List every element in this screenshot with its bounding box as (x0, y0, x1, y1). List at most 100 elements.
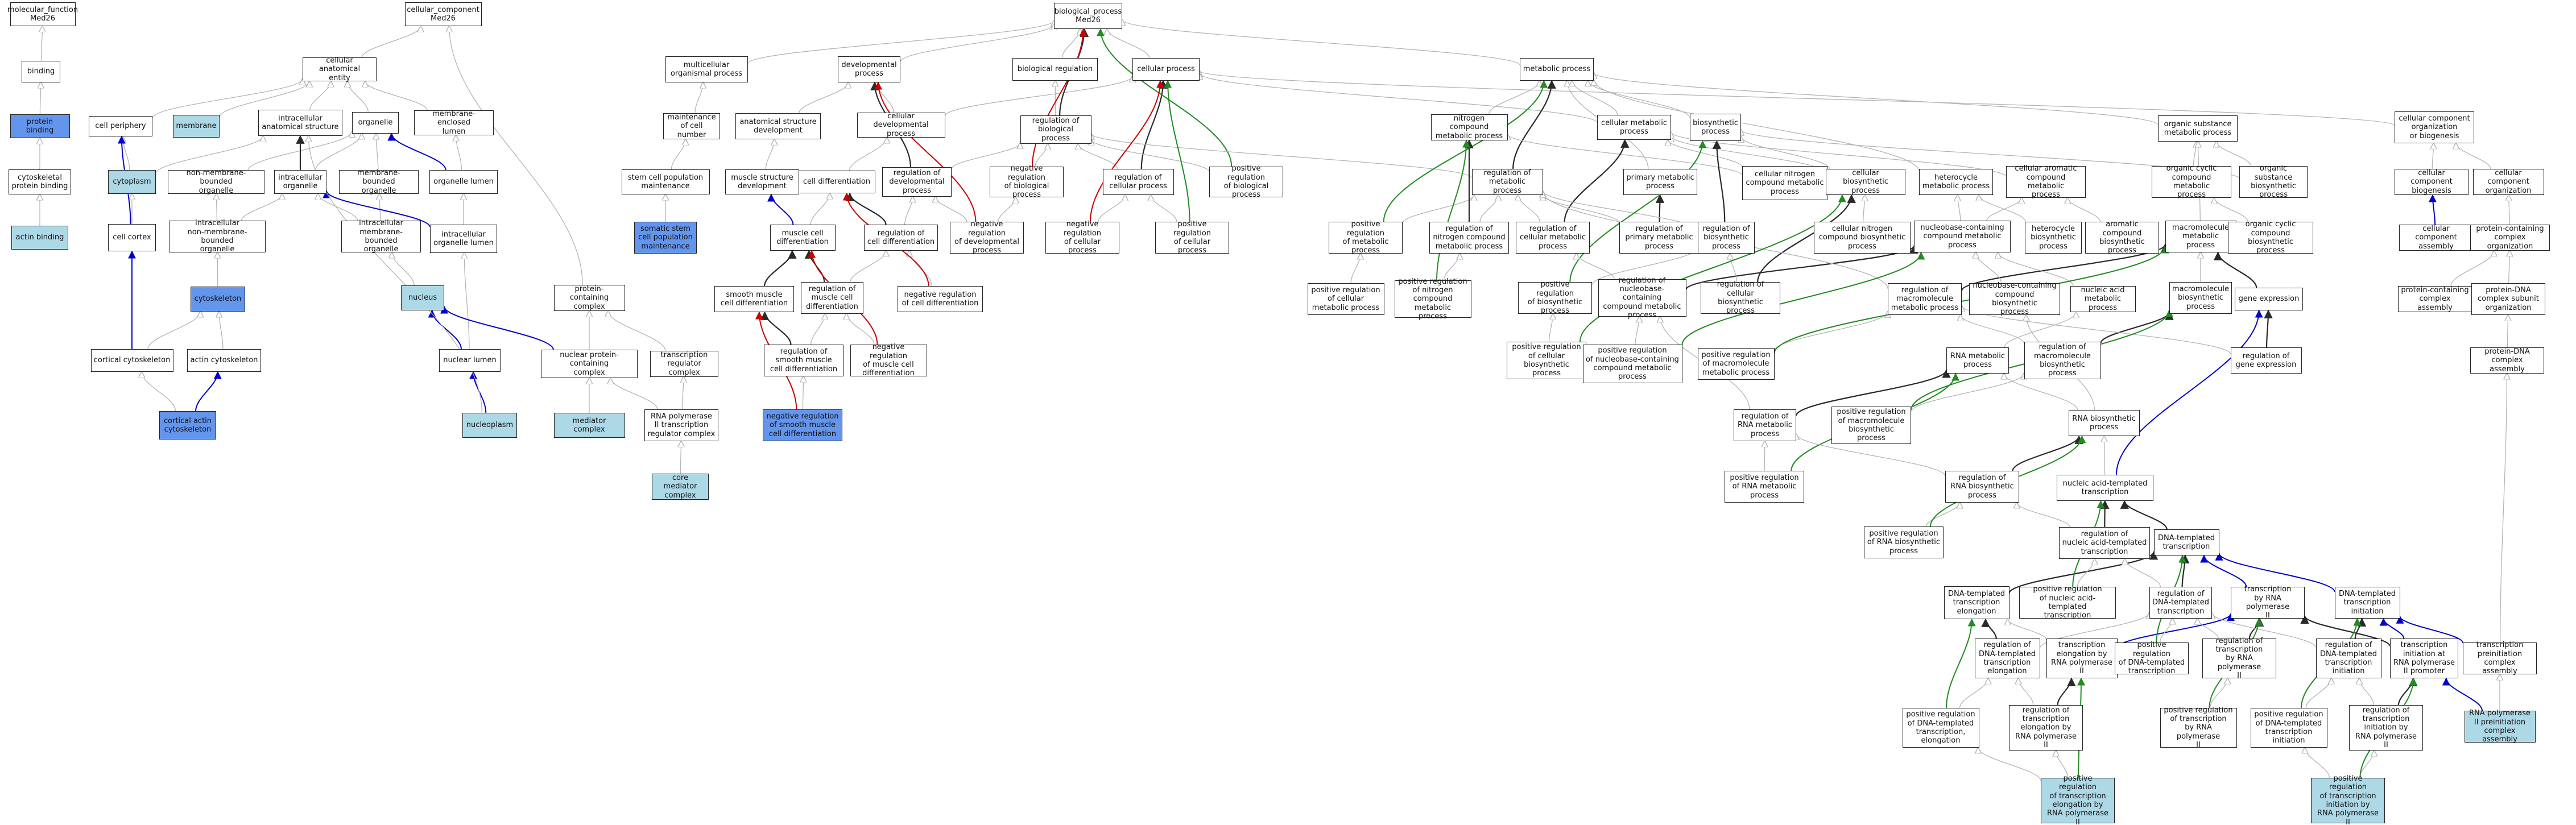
term-node-somatic-stem[interactable]: somatic stem cell population maintenance (634, 222, 697, 254)
term-node-cell-process[interactable]: cellular process (1132, 58, 1200, 81)
term-node-cc-biogenesis[interactable]: cellular component biogenesis (2395, 169, 2469, 195)
term-node-pos-reg-macromol-biosynth[interactable]: positive regulation of macromolecule bio… (1831, 407, 1911, 444)
term-node-cell-aromatic-metab[interactable]: cellular aromatic compound metabolic pro… (2006, 164, 2086, 199)
term-node-pos-reg-metab[interactable]: positive regulation of metabolic process (1329, 220, 1403, 255)
term-node-pos-reg-biosynth[interactable]: positive regulation of biosynthetic proc… (1518, 280, 1592, 315)
term-node-nucleobase-biosynth[interactable]: nucleobase-containing compound biosynthe… (1969, 281, 2060, 316)
term-node-cell-n-compound-biosynth[interactable]: cellular nitrogen compound biosynthetic … (1814, 222, 1911, 254)
term-node-tx-init-rnap2[interactable]: transcription initiation at RNA polymera… (2390, 639, 2458, 678)
term-node-gene-expression[interactable]: gene expression (2235, 288, 2303, 310)
term-node-neg-reg-bio[interactable]: negative regulation of biological proces… (990, 164, 1064, 199)
term-node-pos-reg-nucleic-tx[interactable]: positive regulation of nucleic acid-temp… (2019, 585, 2116, 620)
term-node-cell-n-compound-metab[interactable]: cellular nitrogen compound metabolic pro… (1742, 166, 1827, 200)
term-node-metab-process[interactable]: metabolic process (1520, 58, 1594, 81)
term-node-pos-reg-tx-rnap2[interactable]: positive regulation of transcription by … (2160, 706, 2237, 749)
term-node-reg-n-compound-metab[interactable]: regulation of nitrogen compound metaboli… (1429, 222, 1509, 254)
term-node-cortical-cytoskel[interactable]: cortical cytoskeleton (90, 349, 173, 372)
term-node-pos-reg-bio[interactable]: positive regulation of biological proces… (1209, 164, 1283, 199)
term-node-intra-non-mem[interactable]: intracellular non-membrane-bounded organ… (169, 219, 266, 254)
term-node-cell-biosynth[interactable]: cellular biosynthetic process (1826, 169, 1905, 195)
term-node-cc[interactable]: cellular_component Med26 (404, 2, 482, 26)
term-node-reg-tx-elong-rnap2[interactable]: regulation of transcription elongation b… (2009, 705, 2083, 751)
term-node-reg-dna-tx-elong[interactable]: regulation of DNA-templated transcriptio… (1974, 639, 2040, 678)
term-node-org-cyclic-metab[interactable]: organic cyclic compound metabolic proces… (2152, 164, 2231, 199)
term-node-pos-reg-macromol-metab[interactable]: positive regulation of macromolecule met… (1697, 348, 1775, 380)
term-node-reg-nucleobase[interactable]: regulation of nucleobase-containing comp… (1598, 276, 1686, 320)
term-node-pos-reg-cell-proc[interactable]: positive regulation of cellular process (1155, 220, 1229, 255)
term-node-biosynthetic[interactable]: biosynthetic process (1690, 114, 1741, 141)
term-node-reg-macromol-metab[interactable]: regulation of macromolecule metabolic pr… (1888, 283, 1962, 315)
term-node-intra-org[interactable]: intracellular organelle (274, 170, 326, 194)
term-node-dev-process[interactable]: developmental process (838, 56, 900, 82)
term-node-cc-org-bio[interactable]: cellular component organization or bioge… (2395, 111, 2474, 143)
term-node-pos-reg-dna-tx[interactable]: positive regulation of DNA-templated tra… (2115, 641, 2189, 675)
term-node-cell-cortex[interactable]: cell cortex (108, 224, 156, 251)
term-node-pos-reg-n-compound[interactable]: positive regulation of nitrogen compound… (1394, 277, 1471, 321)
term-node-protein-complex-org[interactable]: protein-containing complex organization (2470, 225, 2550, 251)
term-node-protein-dna-complex-org[interactable]: protein-DNA complex subunit organization (2471, 283, 2545, 315)
term-node-rna-biosynth[interactable]: RNA biosynthetic process (2068, 410, 2140, 436)
term-node-macromol-biosynth[interactable]: macromolecule biosynthetic process (2169, 282, 2232, 314)
term-node-pos-reg-dna-tx-init[interactable]: positive regulation of DNA-templated tra… (2250, 708, 2327, 748)
term-node-reg-nucleic-tx[interactable]: regulation of nucleic acid-templated tra… (2059, 527, 2150, 559)
term-node-org-subst-metab[interactable]: organic substance metabolic process (2158, 115, 2238, 142)
term-node-reg-cell-proc[interactable]: regulation of cellular process (1102, 169, 1174, 195)
term-node-protein-binding[interactable]: protein binding (10, 114, 70, 138)
term-node-membrane[interactable]: membrane (173, 115, 220, 138)
term-node-tx-reg-complex[interactable]: transcription regulator complex (650, 351, 718, 377)
term-node-cytoskel-binding[interactable]: cytoskeletal protein binding (9, 169, 71, 194)
term-node-reg-macromol-biosynth[interactable]: regulation of macromolecule biosynthetic… (2024, 342, 2101, 379)
term-node-rnap2-preinit-assembly[interactable]: RNA polymerase II preinitiation complex … (2464, 709, 2536, 744)
term-node-organelle[interactable]: organelle (352, 112, 399, 134)
term-node-maint-cell-num[interactable]: maintenance of cell number (663, 113, 720, 139)
term-node-actin-cytoskel[interactable]: actin cytoskeleton (187, 349, 261, 372)
term-node-reg-smooth-muscle-diff[interactable]: regulation of smooth muscle cell differe… (764, 345, 843, 376)
term-node-anat-struct-dev[interactable]: anatomical structure development (735, 113, 821, 139)
term-node-stem-cell-pop[interactable]: stem cell population maintenance (621, 169, 710, 194)
term-node-cell-metab[interactable]: cellular metabolic process (1597, 115, 1671, 140)
term-node-reg-gene-expr[interactable]: regulation of gene expression (2230, 347, 2302, 374)
term-node-reg-dna-tx-init[interactable]: regulation of DNA-templated transcriptio… (2315, 639, 2381, 678)
term-node-aromatic-biosynth[interactable]: aromatic compound biosynthetic process (2085, 220, 2159, 255)
term-node-mf[interactable]: molecular_function Med26 (7, 2, 78, 26)
term-node-reg-biosynth[interactable]: regulation of biosynthetic process (1698, 222, 1755, 254)
term-node-cortical-actin[interactable]: cortical actin cytoskeleton (159, 411, 216, 440)
term-node-reg-primary-metab[interactable]: regulation of primary metabolic process (1619, 222, 1699, 254)
term-node-intra-org-lumen[interactable]: intracellular organelle lumen (430, 225, 497, 253)
term-node-bio-reg[interactable]: biological regulation (1012, 58, 1098, 81)
term-node-cytoskeleton[interactable]: cytoskeleton (191, 287, 245, 312)
term-node-dna-templated-tx[interactable]: DNA-templated transcription (2153, 529, 2219, 555)
term-node-org-cyclic-biosynth[interactable]: organic cyclic compound biosynthetic pro… (2228, 220, 2313, 255)
term-node-nucleic-acid-metab[interactable]: nucleic acid metabolic process (2070, 286, 2136, 312)
term-node-reg-dna-tx[interactable]: regulation of DNA-templated transcriptio… (2149, 587, 2212, 619)
term-node-cytoplasm[interactable]: cytoplasm (108, 170, 156, 194)
term-node-rna-metab[interactable]: RNA metabolic process (1946, 347, 2009, 374)
term-node-mem-bounded[interactable]: membrane-bounded organelle (339, 169, 419, 195)
term-node-primary-metab[interactable]: primary metabolic process (1623, 169, 1697, 195)
term-node-actin-binding[interactable]: actin binding (11, 226, 68, 250)
term-node-muscle-cell-diff[interactable]: muscle cell differentiation (770, 225, 836, 251)
term-node-pos-reg-tx-init-rnap2[interactable]: positive regulation of transcription ini… (2311, 774, 2385, 825)
term-node-protein-dna-assembly[interactable]: protein-DNA complex assembly (2470, 347, 2544, 374)
term-node-reg-tx-init-rnap2[interactable]: regulation of transcription initiation b… (2349, 705, 2423, 751)
term-node-pos-reg-cell-biosynth[interactable]: positive regulation of cellular biosynth… (1507, 342, 1586, 379)
term-node-reg-cell-diff[interactable]: regulation of cell differentiation (864, 225, 938, 251)
term-node-multicell[interactable]: multicellular organismal process (665, 56, 748, 82)
term-node-cell-anat[interactable]: cellular anatomical entity (303, 56, 377, 82)
term-node-reg-bio-proc[interactable]: regulation of biological process (1020, 115, 1091, 144)
term-node-dna-tx-init[interactable]: DNA-templated transcription initiation (2334, 587, 2400, 619)
term-node-org-lumen[interactable]: organelle lumen (429, 170, 498, 194)
term-node-pos-reg-cell-metab[interactable]: positive regulation of cellular metaboli… (1307, 283, 1384, 315)
term-node-reg-cell-metab[interactable]: regulation of cellular metabolic process (1516, 222, 1590, 254)
term-node-reg-rna-metab[interactable]: regulation of RNA metabolic process (1734, 409, 1796, 441)
term-node-tx-preinit-assembly[interactable]: transcription preinitiation complex asse… (2463, 641, 2537, 675)
term-node-heterocycle-biosynth[interactable]: heterocycle biosynthetic process (2025, 222, 2082, 254)
term-node-cell-diff[interactable]: cell differentiation (798, 171, 875, 193)
term-node-n-compound-metab[interactable]: nitrogen compound metabolic process (1430, 114, 1508, 140)
term-node-nucleic-templated-tx[interactable]: nucleic acid-templated transcription (2057, 475, 2153, 501)
term-node-non-mem-org[interactable]: non-membrane-bounded organelle (168, 169, 264, 195)
term-node-protein-complex[interactable]: protein-containing complex (553, 285, 625, 311)
term-node-pos-reg-tx-elong-rnap2[interactable]: positive regulation of transcription elo… (2041, 774, 2115, 825)
term-node-cc-organization[interactable]: cellular component organization (2472, 169, 2544, 195)
term-node-mediator[interactable]: mediator complex (553, 413, 625, 438)
